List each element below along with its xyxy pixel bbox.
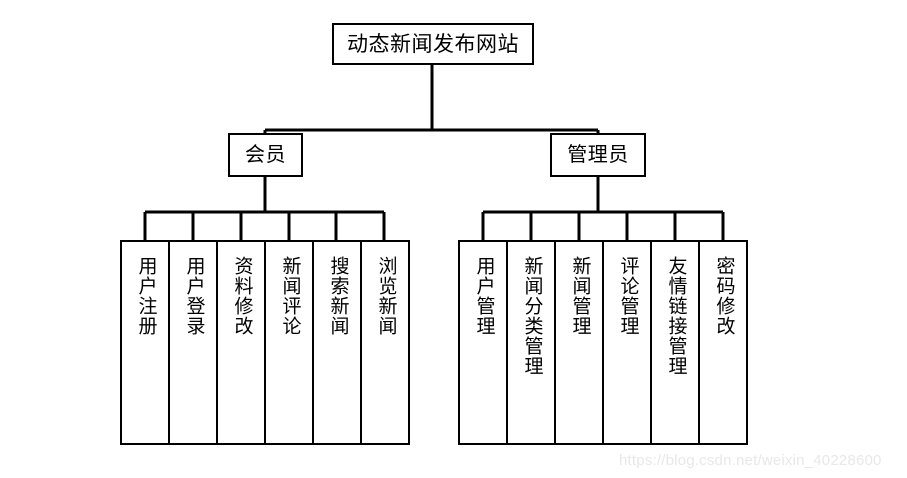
node-branch-member[interactable]: 会员 — [228, 133, 303, 177]
leaf-user-register[interactable]: 用户注册 — [120, 240, 170, 445]
leaf-news-browse-label: 浏览新闻 — [375, 256, 397, 336]
leaf-news-category-management[interactable]: 新闻分类管理 — [506, 240, 556, 445]
watermark: https://blog.csdn.net/weixin_40228600 — [619, 452, 882, 469]
leaf-user-login[interactable]: 用户登录 — [168, 240, 218, 445]
leaf-news-management[interactable]: 新闻管理 — [554, 240, 604, 445]
leaf-news-category-management-label: 新闻分类管理 — [521, 256, 543, 376]
node-branch-admin[interactable]: 管理员 — [550, 133, 646, 177]
leaf-news-management-label: 新闻管理 — [569, 256, 591, 336]
node-root[interactable]: 动态新闻发布网站 — [332, 23, 534, 65]
leaf-user-login-label: 用户登录 — [183, 256, 205, 336]
leaf-news-search[interactable]: 搜索新闻 — [312, 240, 362, 445]
leaf-user-register-label: 用户注册 — [135, 256, 157, 336]
leaf-password-change[interactable]: 密码修改 — [698, 240, 748, 445]
leaf-user-management[interactable]: 用户管理 — [458, 240, 508, 445]
leaf-news-comment[interactable]: 新闻评论 — [264, 240, 314, 445]
leaf-user-management-label: 用户管理 — [473, 256, 495, 336]
leaf-news-search-label: 搜索新闻 — [327, 256, 349, 336]
leaf-news-browse[interactable]: 浏览新闻 — [360, 240, 410, 445]
leaf-comment-management[interactable]: 评论管理 — [602, 240, 652, 445]
node-branch-member-label: 会员 — [245, 143, 286, 166]
leaf-friend-link-management-label: 友情链接管理 — [665, 256, 687, 376]
leaf-comment-management-label: 评论管理 — [617, 256, 639, 336]
leaf-profile-edit[interactable]: 资料修改 — [216, 240, 266, 445]
node-branch-admin-label: 管理员 — [567, 143, 629, 166]
node-root-label: 动态新闻发布网站 — [347, 31, 519, 56]
leaf-friend-link-management[interactable]: 友情链接管理 — [650, 240, 700, 445]
leaf-profile-edit-label: 资料修改 — [231, 256, 253, 336]
leaf-password-change-label: 密码修改 — [713, 256, 735, 336]
leaf-news-comment-label: 新闻评论 — [279, 256, 301, 336]
